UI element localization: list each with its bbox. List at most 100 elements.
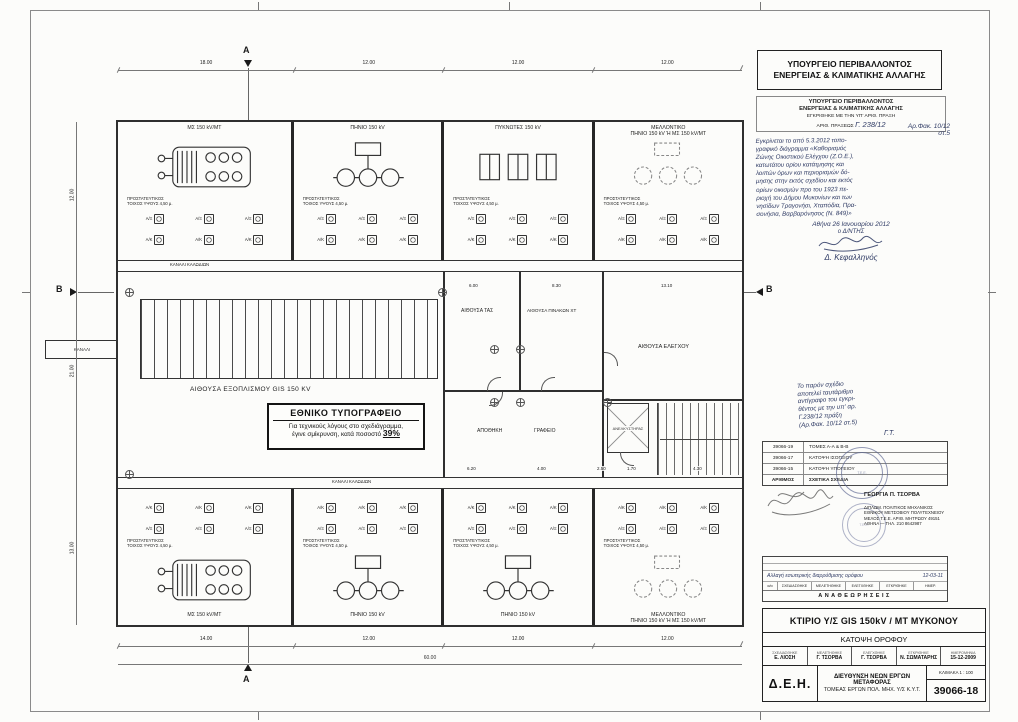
signature-name: Ν. ΣΩΜΑΤΑΡΗΣ: [900, 655, 938, 661]
switch-symbol: Α/Κ: [146, 502, 164, 513]
stamp-text: Τ.Ε.Ε.: [857, 471, 867, 475]
equipment-symbol: [121, 137, 288, 197]
signature-column: ΜΕΛΕΤΗΘΗΚΕ Γ. ΤΣΟΡΒΑ: [806, 647, 852, 665]
fold-tick: [760, 2, 761, 10]
switch-box-icon: [153, 523, 164, 534]
switch-symbol: Α/Ξ: [317, 213, 336, 224]
bay-label: ΠΗΝΙΟ 150 kV: [350, 125, 385, 131]
switch-box-icon: [253, 502, 264, 513]
drawing-number: 39066-18: [933, 684, 979, 697]
switch-symbol: Α/Κ: [509, 234, 528, 245]
protective-wall-label: ΠΡΟΣΤΑΤΕΥΤΙΚΟΣ ΤΟΙΧΟΣ ΥΨΟΥΣ 4,50 μ.: [302, 538, 349, 548]
door-arc-icon: [541, 377, 555, 391]
reactor-coil-icon: [332, 555, 404, 600]
switch-symbol: Α/Κ: [195, 234, 214, 245]
approval-signer-title: ο Δ/ΝΤΗΣ: [837, 229, 865, 236]
dimension-label: 12.00: [443, 636, 594, 647]
revision-entry: Αλλαγή εσωτερικής διαρρύθμισης ορόφου: [767, 573, 863, 579]
round-stamp-icon: Τ.Ε.Ε.: [842, 503, 886, 547]
protective-wall-label: ΠΡΟΣΤΑΤΕΥΤΙΚΟΣ ΤΟΙΧΟΣ ΥΨΟΥΣ 4,50 μ.: [453, 196, 499, 206]
bay-label: ΜΕΛΛΟΝΤΙΚΟ ΠΗΝΙΟ 150 kV Ή ΜΣ 150 kV/ΜΤ: [630, 612, 707, 624]
engineer-signature: [767, 489, 834, 516]
hall-label: ΑΙΘΟΥΣΑ ΕΞΟΠΛΙΣΜΟΥ GIS 150 KV: [190, 386, 311, 393]
switch-box-icon: [708, 502, 719, 513]
section-arrow-icon: [70, 288, 77, 296]
switch-box-icon: [407, 213, 418, 224]
switch-symbol: Α/Κ: [659, 502, 678, 513]
switch-symbol: Α/Κ: [468, 234, 486, 245]
building-outline: [116, 120, 744, 627]
printing-office-stamp: ΕΘΝΙΚΟ ΤΥΠΟΓΡΑΦΕΙΟ Για τεχνικούς λόγους …: [267, 403, 425, 450]
switch-box-icon: [153, 213, 164, 224]
switch-symbol: Α/Ξ: [468, 213, 486, 224]
cable-duct-top: [118, 260, 742, 272]
signature-role: ΕΛΕΓΧΘΗΚΕ: [863, 651, 885, 655]
switch-symbol: Α/Κ: [245, 234, 264, 245]
switch-symbol: Α/Ξ: [700, 523, 719, 534]
switch-box-icon: [626, 523, 637, 534]
switch-symbol: Α/Κ: [700, 502, 719, 513]
wall-line: [445, 390, 603, 392]
signature-role: ΜΕΛΕΤΗΘΗΚΕ: [816, 651, 842, 655]
title-block-bottom: Δ.Ε.Η. ΔΙΕΥΘΥΝΣΗ ΝΕΩΝ ΕΡΓΩΝ ΜΕΤΑΦΟΡΑΣ ΤΟ…: [763, 666, 985, 701]
drawing-number-cell: ΑΡΙΘΜΟΣ: [763, 475, 804, 485]
fold-tick: [22, 292, 30, 293]
dimension-label: 4.00: [536, 466, 547, 471]
column-marker-icon: [125, 470, 134, 479]
section-arrow-icon: [756, 288, 763, 296]
switch-box-icon: [667, 523, 678, 534]
company-logo: Δ.Ε.Η.: [763, 666, 818, 701]
protective-wall-label: ΠΡΟΣΤΑΤΕΥΤΙΚΟΣ ΤΟΙΧΟΣ ΥΨΟΥΣ 4,50 μ.: [302, 196, 349, 206]
switch-box-icon: [366, 502, 377, 513]
sheet-border: [30, 10, 990, 712]
note-initials: Γ.Τ.: [884, 430, 895, 437]
channel-label: ΚΑΝΑΛΙ: [73, 347, 91, 352]
wall-line: [602, 272, 604, 477]
switch-box-icon: [558, 502, 569, 513]
praxis-number: Γ. 238/12: [855, 120, 886, 130]
revision-empty-row: [763, 564, 947, 571]
switch-box-icon: [366, 213, 377, 224]
switch-box-icon: [153, 234, 164, 245]
switch-symbol: Α/Ξ: [618, 213, 637, 224]
switch-symbol: Α/Ξ: [195, 523, 214, 534]
equipment-bay: ΜΣ 150 kV/ΜΤ: [118, 122, 291, 260]
dimension-label: 1.70: [626, 466, 637, 471]
engineer-name: ΓΕΩΡΓΙΑ Π. ΤΣΟΡΒΑ: [864, 491, 920, 498]
bay-label: ΠΥΚΝΩΤΕΣ 150 kV: [495, 125, 541, 131]
stamp-body: Για τεχνικούς λόγους στο σχεδιάγραμμα, έ…: [273, 423, 419, 440]
section-marker-a-top: A: [243, 45, 250, 55]
switch-symbol: Α/Ξ: [358, 213, 377, 224]
dimension-label: 6.20: [466, 466, 477, 471]
bay-label: ΜΣ 150 kV/ΜΤ: [187, 125, 222, 131]
equipment-bay: ΜΕΛΛΟΝΤΙΚΟ ΠΗΝΙΟ 150 kV Ή ΜΣ 150 kV/ΜΤ: [591, 122, 742, 260]
equipment-symbol: [297, 550, 438, 610]
praxis-label: ΑΡΙΘ. ΠΡΑΞΕΩΣ: [816, 124, 854, 130]
file-number: Αρ.Φακ. 10/12 στ.5: [907, 123, 950, 137]
revision-header-cell: ΣΧΕΔΙΑΣΘΗΚΕ: [777, 582, 811, 590]
department-line1: ΔΙΕΥΘΥΝΣΗ ΝΕΩΝ ΕΡΓΩΝ ΜΕΤΑΦΟΡΑΣ: [833, 674, 911, 686]
switch-symbol: Α/Κ: [146, 234, 164, 245]
switch-row: Α/Κ Α/Κ Α/Κ: [121, 229, 288, 250]
room-label-tds: ΑΙΘΟΥΣΑ ΤΑΣ: [461, 308, 494, 314]
ministry-line2: ΕΝΕΡΓΕΙΑΣ & ΚΛΙΜΑΤΙΚΗΣ ΑΛΛΑΓΗΣ: [773, 70, 926, 80]
section-line: [744, 292, 756, 293]
bay-label: ΜΕΛΛΟΝΤΙΚΟ ΠΗΝΙΟ 150 kV Ή ΜΣ 150 kV/ΜΤ: [630, 125, 707, 137]
drawing-name-cell: ΚΑΤΟΨΗ ΙΣΟΓΕΙΟΥ: [809, 455, 853, 461]
dimension-label: 18.00: [118, 60, 295, 71]
dimension-label: 12.00: [592, 636, 743, 647]
section-marker-b-right: B: [766, 284, 773, 294]
switch-box-icon: [203, 523, 214, 534]
equipment-symbol: [297, 137, 438, 197]
switch-box-icon: [475, 523, 486, 534]
switch-symbol: Α/Ξ: [146, 523, 164, 534]
switch-box-icon: [407, 502, 418, 513]
revision-header-cell: ΕΛΕΓΧΘΗΚΕ: [845, 582, 879, 590]
drawing-number-cell: 39066-15: [763, 464, 804, 474]
switch-row: Α/Κ Α/Κ Α/Κ: [447, 497, 588, 518]
protective-wall-label: ΠΡΟΣΤΑΤΕΥΤΙΚΟΣ ΤΟΙΧΟΣ ΥΨΟΥΣ 4,50 μ.: [127, 196, 173, 206]
switch-symbol: Α/Ξ: [659, 523, 678, 534]
drawing-number-cell: 39066-19: [763, 442, 804, 452]
switch-symbol: Α/Κ: [195, 502, 214, 513]
section-marker-a-bottom: A: [243, 674, 250, 684]
